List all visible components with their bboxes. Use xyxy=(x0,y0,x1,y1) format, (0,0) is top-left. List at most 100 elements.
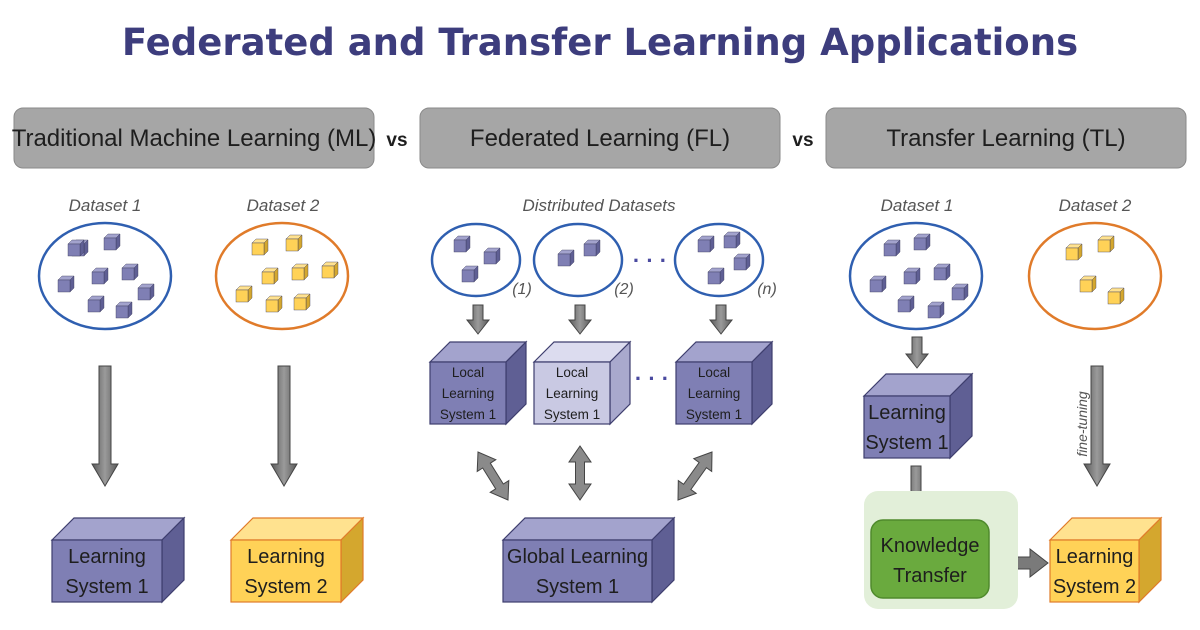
box-ml_ls1-line-2: System 1 xyxy=(65,576,148,598)
box-fl_localn-line-3: System 1 xyxy=(686,407,742,422)
data-point xyxy=(1107,287,1125,305)
fl-arrow-global-1 xyxy=(476,451,510,501)
data-point xyxy=(903,267,921,285)
box-ml_ls2-line-2: System 2 xyxy=(244,576,327,598)
tl-dataset2-label: Dataset 2 xyxy=(1059,196,1132,215)
data-point xyxy=(103,233,121,251)
tl-kt-line1: Knowledge xyxy=(881,535,980,557)
data-point xyxy=(137,283,155,301)
box-fl_local1-line-3: System 1 xyxy=(440,407,496,422)
box-tl_ls2-line-1: Learning xyxy=(1056,546,1134,568)
ml-dataset2-points xyxy=(235,234,339,313)
fl-index-1: (1) xyxy=(512,281,532,298)
fl-arrow-local1 xyxy=(465,304,491,335)
data-point xyxy=(115,301,133,319)
fl-dataset1-points xyxy=(453,235,501,283)
tl-fine-tuning-label: fine-tuning xyxy=(1074,391,1090,457)
data-point xyxy=(897,295,915,313)
box-fl_localn-line-2: Learning xyxy=(688,386,741,401)
data-point xyxy=(583,239,601,257)
box-fl_global-line-2: System 1 xyxy=(536,576,619,598)
data-point xyxy=(261,267,279,285)
data-point xyxy=(1079,275,1097,293)
data-point xyxy=(697,235,715,253)
fl-dataset2-points xyxy=(557,239,601,267)
fl-datasetn-ellipse xyxy=(673,222,765,298)
data-point xyxy=(235,285,253,303)
header-fl-label: Federated Learning (FL) xyxy=(470,125,730,152)
fl-datasetn-points xyxy=(697,231,751,285)
data-point xyxy=(951,283,969,301)
vs-label-1: vs xyxy=(386,130,407,151)
flow-arrows xyxy=(91,304,1111,579)
ml-dataset2-ellipse xyxy=(214,221,350,331)
data-point xyxy=(265,295,283,313)
data-point xyxy=(293,293,311,311)
vs-label-2: vs xyxy=(792,130,813,151)
header-tl: Transfer Learning (TL) xyxy=(825,107,1187,169)
box-fl_global-line-1: Global Learning xyxy=(507,546,648,568)
data-point xyxy=(91,267,109,285)
data-point xyxy=(1097,235,1115,253)
data-point xyxy=(933,263,951,281)
data-point xyxy=(557,249,575,267)
tl-kt-line2: Transfer xyxy=(893,565,967,587)
box-fl_localn-line-1: Local xyxy=(698,365,730,380)
tl-dataset1-points xyxy=(869,233,969,319)
box-fl_local2-line-1: Local xyxy=(556,365,588,380)
box-tl_ls1-line-2: System 1 xyxy=(865,432,948,454)
header-tl-label: Transfer Learning (TL) xyxy=(886,125,1125,152)
fl-index-2: (2) xyxy=(614,281,634,298)
data-point xyxy=(913,233,931,251)
data-point xyxy=(707,267,725,285)
data-point xyxy=(483,247,501,265)
data-point xyxy=(321,261,339,279)
data-point xyxy=(285,234,303,252)
data-point xyxy=(1065,243,1083,261)
box-ml_ls1-line-1: Learning xyxy=(68,546,146,568)
data-point xyxy=(251,238,269,256)
box-fl_local2-line-3: System 1 xyxy=(544,407,600,422)
tl-arrow-to-ls1 xyxy=(904,336,930,369)
data-point xyxy=(927,301,945,319)
fl-arrow-global-n xyxy=(677,451,713,501)
data-point xyxy=(57,275,75,293)
box-fl_local1-line-2: Learning xyxy=(442,386,495,401)
box-ml_ls2-line-1: Learning xyxy=(247,546,325,568)
tl-dataset1-label: Dataset 1 xyxy=(881,196,954,215)
fl-arrow-global-2 xyxy=(568,445,592,501)
tl-arrow-finetune xyxy=(1083,365,1111,487)
ml-arrow-1 xyxy=(91,365,119,487)
data-point xyxy=(87,295,105,313)
tl-dataset2-points xyxy=(1065,235,1125,305)
box-tl_ls2-line-2: System 2 xyxy=(1053,576,1136,598)
data-point xyxy=(733,253,751,271)
header-ml: Traditional Machine Learning (ML) xyxy=(12,107,377,169)
box-tl_ls1-line-1: Learning xyxy=(868,402,946,424)
fl-dots-mid: · · · xyxy=(635,366,669,391)
data-point xyxy=(883,239,901,257)
page-title: Federated and Transfer Learning Applicat… xyxy=(122,21,1078,64)
header-ml-label: Traditional Machine Learning (ML) xyxy=(12,125,377,152)
fl-index-n: (n) xyxy=(757,281,777,298)
data-point xyxy=(869,275,887,293)
fl-dataset1-ellipse xyxy=(430,222,522,298)
ml-dataset1-label: Dataset 1 xyxy=(69,196,142,215)
tl-knowledge-transfer-box xyxy=(870,519,990,599)
box-fl_local1-line-1: Local xyxy=(452,365,484,380)
fl-arrow-localn xyxy=(708,304,734,335)
ml-dataset1-points xyxy=(57,233,155,319)
data-point xyxy=(453,235,471,253)
ml-arrow-2 xyxy=(270,365,298,487)
box-fl_local2-line-2: Learning xyxy=(546,386,599,401)
